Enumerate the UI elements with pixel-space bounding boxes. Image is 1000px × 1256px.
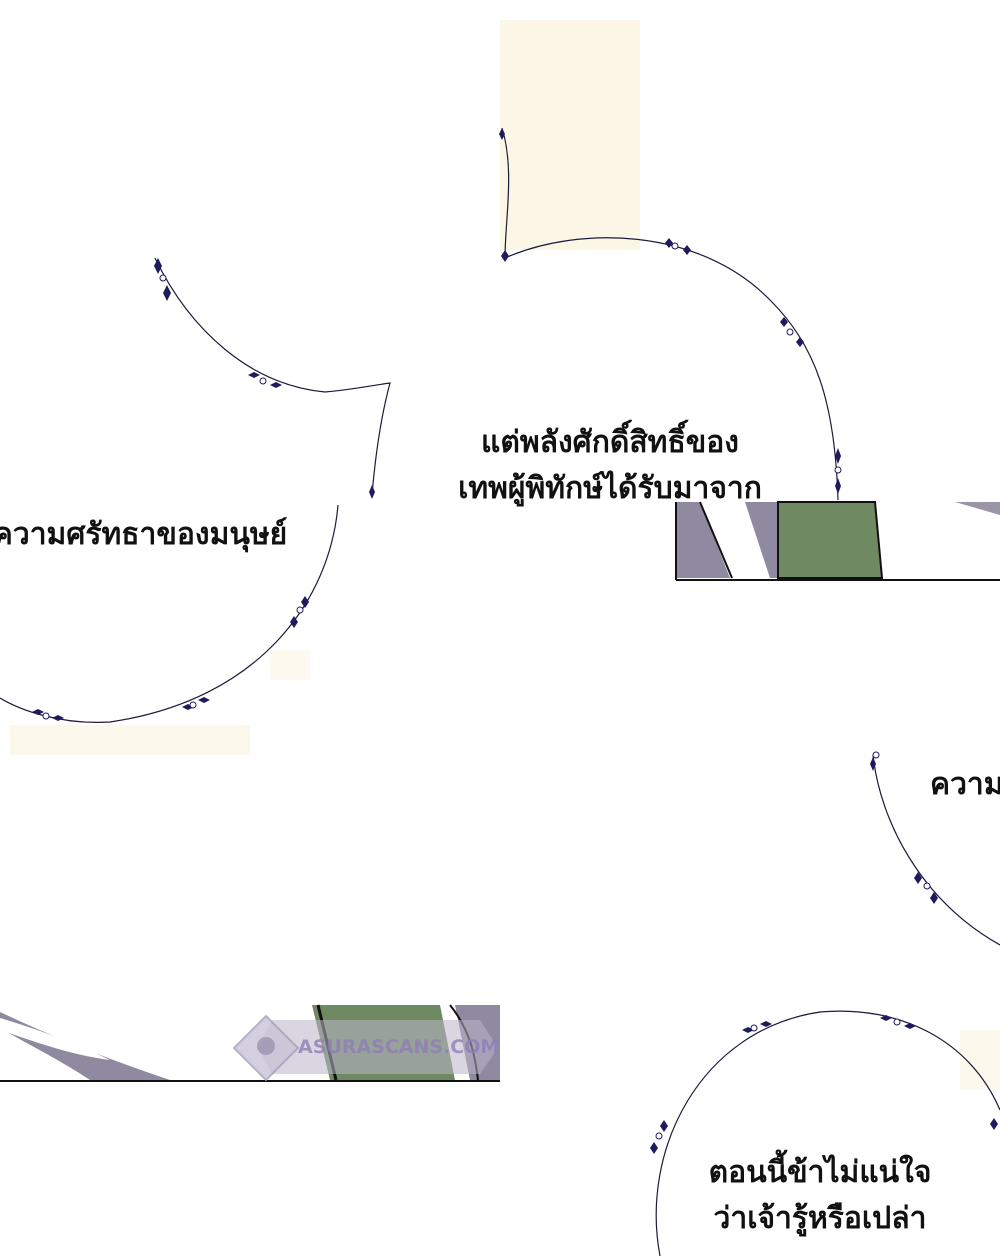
- speech-bubble-4-text: ตอนนี้ข้าไม่แน่ใจ ว่าเจ้ารู้หรือเปล่า: [660, 1150, 980, 1242]
- bubble-2-outline: [154, 257, 391, 496]
- bubble-3-outline: [872, 754, 1000, 946]
- background-glow: [10, 20, 1000, 1090]
- speech-bubble-3-text: ความ: [930, 762, 1000, 808]
- speech-bubble-outlines: [0, 127, 1000, 1256]
- bubble-ornaments: [32, 128, 998, 1154]
- bubble-3-line-1: ความ: [930, 767, 1000, 802]
- panel-fragment-upper-right: [675, 501, 1000, 581]
- bubble-4-outline: [655, 1010, 1000, 1256]
- bubble-1-line-1: แต่พลังศักดิ์สิทธิ์ของ: [481, 425, 739, 460]
- panel-fragment-lower-left: [0, 1004, 500, 1082]
- speech-bubble-2-text: ความศรัทธาของมนุษย์: [0, 512, 300, 558]
- bubble-2-line-1: ความศรัทธาของมนุษย์: [0, 517, 288, 552]
- bubble-1-line-2: เทพผู้พิทักษ์ได้รับมาจาก: [458, 471, 762, 506]
- bubble-4-line-1: ตอนนี้ข้าไม่แน่ใจ: [708, 1155, 932, 1190]
- bubble-4-line-2: ว่าเจ้ารู้หรือเปล่า: [713, 1201, 927, 1236]
- watermark-text: ASURASCANS.COM: [298, 1036, 500, 1058]
- speech-bubble-1-text: แต่พลังศักดิ์สิทธิ์ของ เทพผู้พิทักษ์ได้ร…: [410, 420, 810, 512]
- bubble-1-outline: [501, 127, 839, 501]
